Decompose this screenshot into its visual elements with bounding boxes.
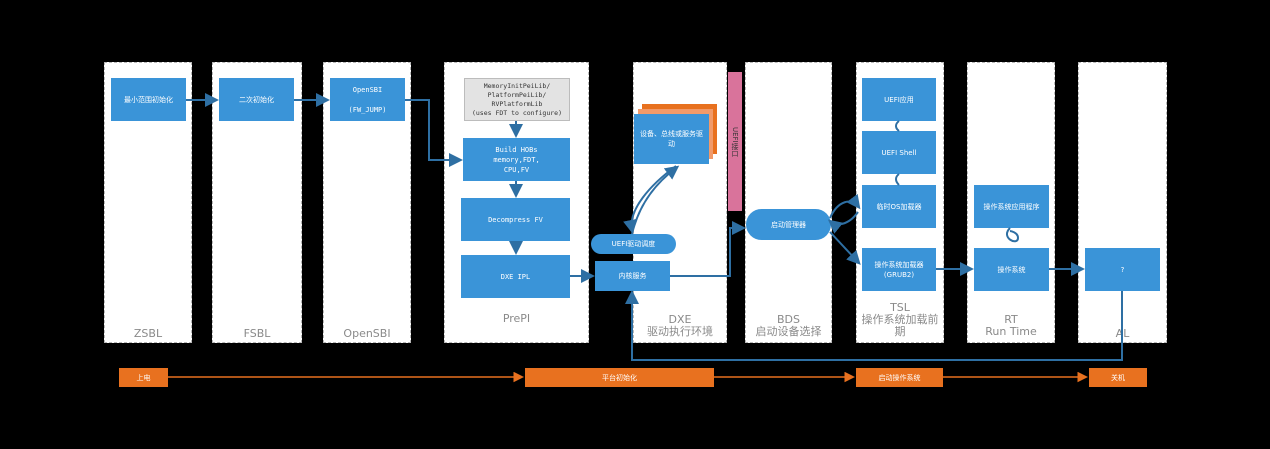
column-label-zsbl: ZSBL	[133, 327, 163, 340]
unknown-box: ?	[1085, 248, 1160, 291]
column-label-bds: BDS 启动设备选择	[755, 313, 822, 338]
arrow-temploader-bootmgr	[827, 211, 859, 234]
column-label-tsl: TSL 操作系统加载前 期	[861, 301, 939, 338]
os-box: 操作系统	[974, 248, 1049, 291]
column-label-dxe: DXE 驱动执行环境	[647, 313, 713, 338]
dxe-ipl-box: DXE IPL	[461, 255, 570, 298]
column-label-opensbi: OpenSBI	[343, 327, 391, 340]
decompress-fv-box: Decompress FV	[461, 198, 570, 241]
uefi-app-box: UEFI应用	[862, 78, 936, 121]
link-shell-temploader	[895, 173, 900, 186]
link-app-shell	[895, 120, 900, 132]
uefi-dispatcher-pill: UEFI驱动调度	[591, 234, 676, 254]
uefi-shell-box: UEFI Shell	[862, 131, 936, 174]
fsbl-init-box: 二次初始化	[219, 78, 294, 121]
build-hobs-box: Build HOBs memory,FDT, CPU,FV	[463, 138, 570, 181]
opensbi-box: OpenSBI (FW_JUMP)	[330, 78, 405, 121]
timeline-platform-init: 平台初始化	[525, 368, 714, 387]
uefi-interface-bar: UEFI接口	[728, 72, 742, 211]
arrow-unknown-core	[625, 290, 1123, 361]
core-services-box: 内核服务	[595, 261, 670, 291]
arrow-driver-dispatcher	[623, 165, 677, 234]
os-app-box: 操作系统应用程序	[974, 185, 1049, 228]
column-label-fsbl: FSBL	[243, 327, 271, 340]
device-driver-box: 设备、总线或服务驱 动	[634, 114, 709, 164]
arrow-bootmgr-temploader	[829, 193, 861, 219]
column-bds: BDS 启动设备选择	[745, 62, 832, 343]
zsbl-init-box: 最小范围初始化	[111, 78, 186, 121]
timeline-boot-os: 启动操作系统	[856, 368, 943, 387]
timeline-power-on: 上电	[119, 368, 168, 387]
arrow-core-bootmgr	[670, 221, 746, 277]
column-label-prepi: PrePI	[502, 312, 531, 325]
arrow-dispatcher-driver	[631, 165, 680, 235]
arrow-opensbi-prepi	[405, 99, 463, 167]
loop-os-app	[1006, 227, 1020, 243]
uefi-interface-label: UEFI接口	[731, 126, 739, 157]
boot-manager-pill: 启动管理器	[746, 209, 831, 240]
prepi-libs-box: MemoryInitPeiLib/ PlatformPeiLib/ RVPlat…	[464, 78, 570, 121]
arrow-bootmgr-osloader	[829, 231, 861, 265]
timeline-shutdown: 关机	[1089, 368, 1147, 387]
os-loader-box: 操作系统加载器 (GRUB2)	[862, 248, 936, 291]
column-label-rt: RT Run Time	[985, 313, 1037, 338]
temp-os-loader-box: 临时OS加载器	[862, 185, 936, 228]
